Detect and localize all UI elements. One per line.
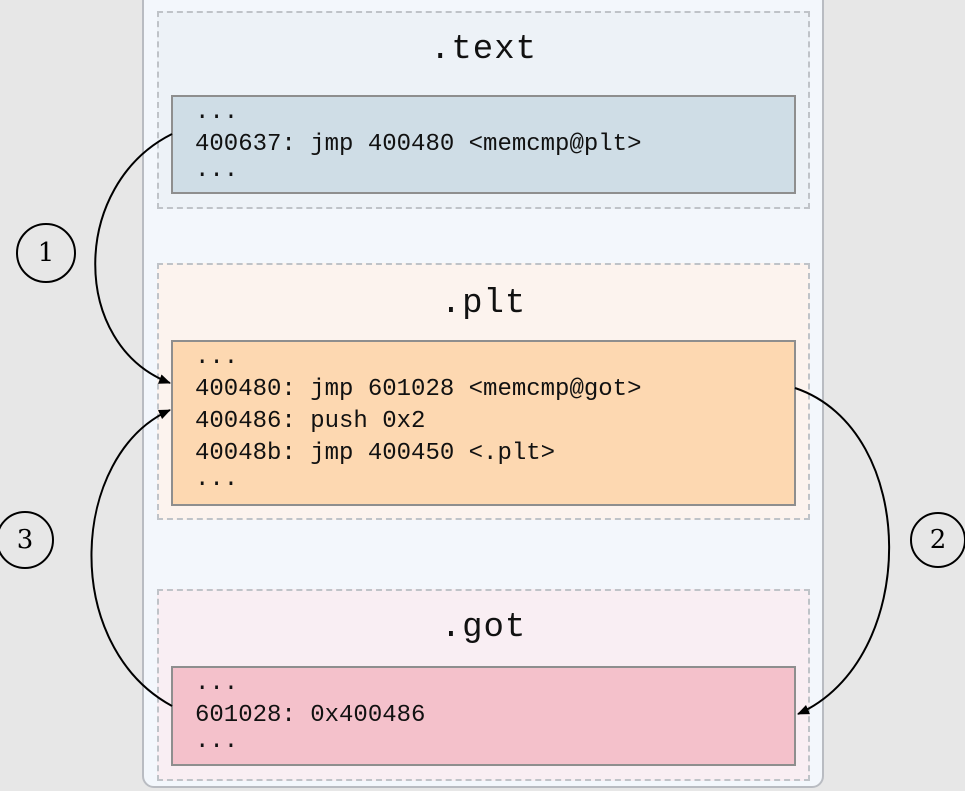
step-2-marker: 2 xyxy=(910,512,965,568)
plt-section-title: .plt xyxy=(440,285,527,323)
text-section-title: .text xyxy=(429,31,538,69)
got-code-line: 601028: 0x400486 xyxy=(195,702,426,729)
plt-code-line: 400486: push 0x2 xyxy=(195,408,426,435)
plt-code-line: ... xyxy=(195,466,239,493)
step-2-label: 2 xyxy=(930,525,947,555)
text-code-line: ... xyxy=(195,157,239,184)
plt-code-line: 40048b: jmp 400450 <.plt> xyxy=(195,440,556,467)
step-1-marker: 1 xyxy=(16,223,76,283)
step-1-label: 1 xyxy=(38,238,55,268)
plt-code-line: 400480: jmp 601028 <memcmp@got> xyxy=(195,376,642,403)
got-code-line: ... xyxy=(195,670,239,697)
step-3-marker: 3 xyxy=(0,511,54,569)
plt-code-line: ... xyxy=(195,344,239,371)
got-code-line: ... xyxy=(195,728,239,755)
text-code-line: ... xyxy=(195,99,239,126)
text-code-box: ... 400637: jmp 400480 <memcmp@plt> ... xyxy=(171,95,796,194)
arrow-step-3 xyxy=(90,409,173,707)
got-section-title: .got xyxy=(440,609,527,647)
text-code-line: 400637: jmp 400480 <memcmp@plt> xyxy=(195,131,642,158)
step-3-label: 3 xyxy=(17,525,34,555)
arrow-step-2 xyxy=(794,387,890,715)
plt-code-box: ... 400480: jmp 601028 <memcmp@got> 4004… xyxy=(171,340,796,506)
arrow-step-1 xyxy=(94,133,173,384)
got-code-box: ... 601028: 0x400486 ... xyxy=(171,666,796,766)
